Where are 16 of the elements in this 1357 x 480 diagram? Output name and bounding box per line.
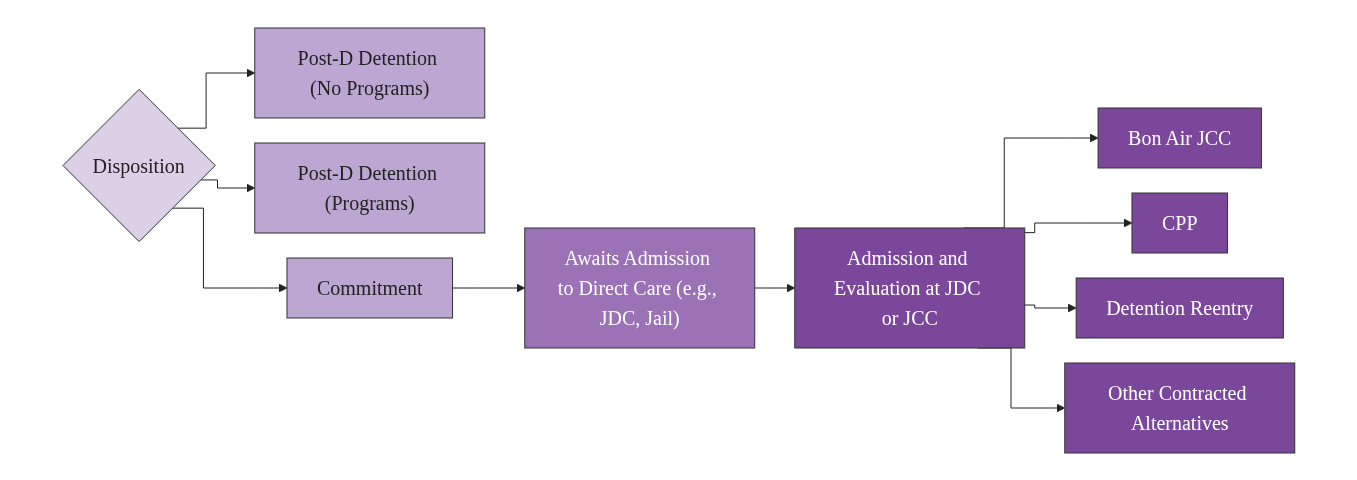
node-box: Commitment xyxy=(286,257,453,318)
node-box: Other Contracted Alternatives xyxy=(1063,362,1295,453)
node-box: Post-D Detention (Programs) xyxy=(253,142,485,233)
node-box: Admission and Evaluation at JDC or JCC xyxy=(793,227,1025,348)
node-box: Detention Reentry xyxy=(1075,277,1284,338)
arrow xyxy=(451,283,525,292)
node-box: Awaits Admission to Direct Care (e.g., JDC, Jail) xyxy=(523,227,755,348)
node-box: Post-D Detention (No Programs) xyxy=(253,27,485,118)
node-box: CPP xyxy=(1131,192,1228,253)
arrow xyxy=(1023,218,1132,233)
arrow xyxy=(753,283,795,292)
arrow xyxy=(199,178,255,192)
arrow xyxy=(171,207,287,292)
arrow xyxy=(1023,303,1077,312)
node-box: Bon Air JCC xyxy=(1097,107,1262,168)
node-diamond: Disposition xyxy=(62,88,216,242)
